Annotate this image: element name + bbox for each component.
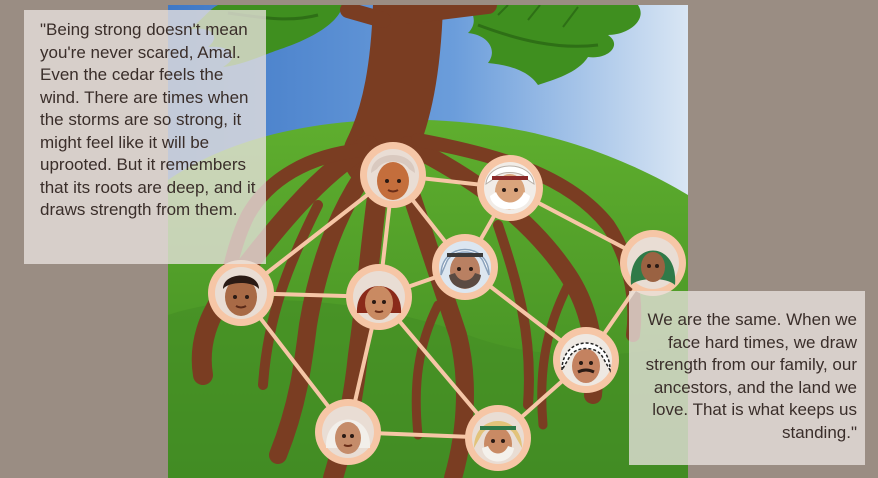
- woman-green-hijab-portrait-icon: [620, 230, 686, 296]
- man-checkered-keffiyeh-portrait-icon: [553, 327, 619, 393]
- bearded-man-keffiyeh-portrait-icon: [432, 234, 498, 300]
- elder-man-keffiyeh-portrait-icon: [477, 155, 543, 221]
- grandmother-portrait-icon: [315, 399, 381, 465]
- girl-headscarf-portrait-icon: [360, 142, 426, 208]
- grandfather-gold-headcloth-portrait-icon: [465, 405, 531, 471]
- woman-portrait-icon: [346, 264, 412, 330]
- story-caption-left: "Being strong doesn't mean you're never …: [24, 10, 266, 264]
- boy-portrait-icon: [208, 260, 274, 326]
- story-caption-right: We are the same. When we face hard times…: [629, 291, 865, 465]
